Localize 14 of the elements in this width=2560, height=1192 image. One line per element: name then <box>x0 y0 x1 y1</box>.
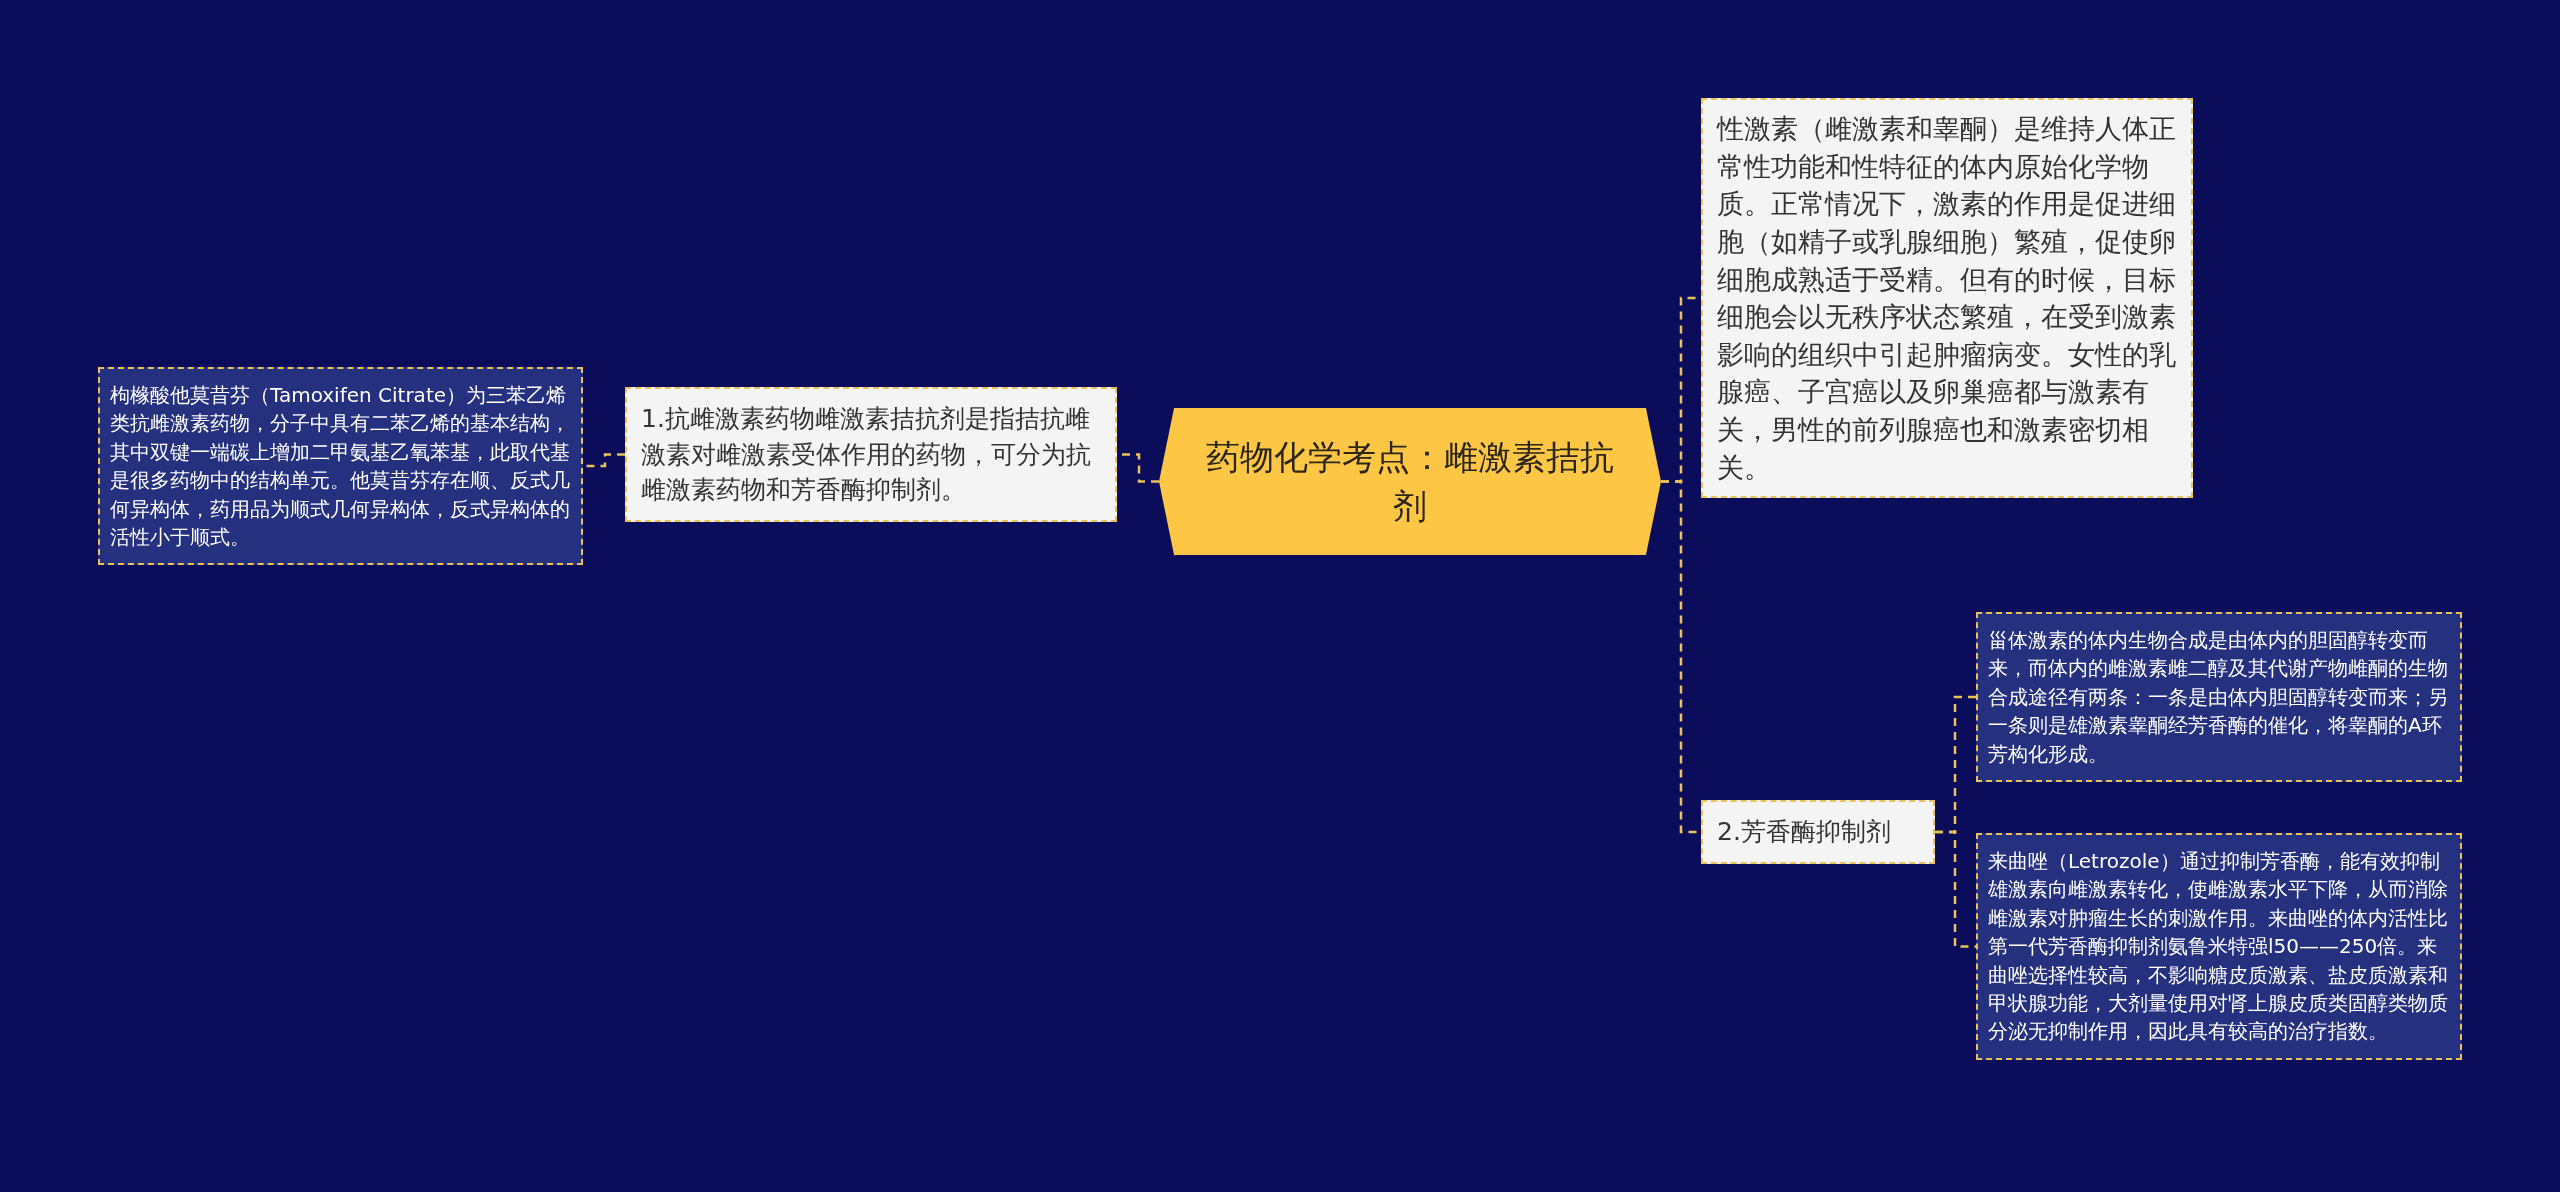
node-text: 2.芳香酶抑制剂 <box>1717 816 1892 848</box>
topic-hexagon <box>1159 408 1661 555</box>
branch-box <box>625 387 1117 522</box>
node-text: 性激素（雌激素和睾酮）是维持人体正常性功能和性特征的体内原始化学物质。正常情况下，激素的作用是促进细胞（如精子或乳腺细胞）繁殖，促使卵细胞成熟适于受精。但有的时候，目标细胞会以无秩序状态繁殖，在受到激素影响的组织中引起肿瘤病变。女性的乳腺癌、子宫癌以及卵巢癌都与激素有关，男性的前列腺癌也和激素密切相关。 <box>1717 112 2177 485</box>
node-text: 甾体激素的体内生物合成是由体内的胆固醇转变而来，而体内的雌激素雌二醇及其代谢产物雌酮的生物合成途径有两条：一条是由体内胆固醇转变而来；另一条则是雄激素睾酮经芳香酶的催化，将睾酮的A环芳构化形成。 <box>1988 627 2449 768</box>
connector-line <box>1935 830 1976 948</box>
branch-box <box>1701 800 1935 864</box>
node-text: 药物化学考点：雌激素拮抗剂 <box>1205 436 1615 528</box>
note-box <box>1976 612 2462 782</box>
note-box <box>1976 833 2462 1060</box>
node-text: 来曲唑（Letrozole）通过抑制芳香酶，能有效抑制雄激素向雌激素转化，使雌激素水平下降，从而消除雌激素对肿瘤生长的刺激作用。来曲唑的体内活性比第一代芳香酶抑制剂氨鲁米特强l50——250倍。来曲唑选择性较高，不影响糖皮质激素、盐皮质激素和甲状腺功能，大剂量使用对肾上腺皮质类固醇类物质分泌无抑制作用，因此具有较高的治疗指数。 <box>1988 848 2449 1046</box>
node-text: 枸橼酸他莫昔芬（Tamoxifen Citrate）为三苯乙烯类抗雌激素药物，分子中具有二苯乙烯的基本结构，其中双键一端碳上增加二甲氨基乙氧苯基，此取代基是很多药物中的结构单元。他莫昔芬存在顺、反式几何异构体，药用品为顺式几何异构体，反式异构体的活性小于顺式。 <box>110 382 571 551</box>
note-box <box>98 367 583 566</box>
node-text: 1.抗雌激素药物雌激素拮抗剂是指拮抗雌激素对雌激素受体作用的药物，可分为抗雌激素药物和芳香酶抑制剂。 <box>641 403 1092 506</box>
